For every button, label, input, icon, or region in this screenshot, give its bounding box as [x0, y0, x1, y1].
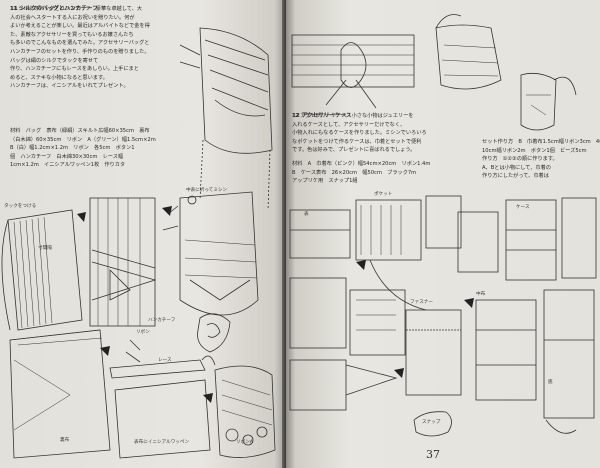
- folded-bag-illustration: [179, 191, 259, 316]
- bag-pattern-center: [89, 197, 156, 327]
- text-line: バッグは絹のシルクでタックを寄せて: [10, 57, 99, 64]
- embroidered-pouch-illustration: [435, 24, 502, 90]
- text-line: も多いのでこんなものを選んでみた。アクセサリーバッグと: [10, 40, 150, 47]
- label-case: ケース: [516, 205, 530, 210]
- arrow-icon: [356, 260, 366, 270]
- text-line: A、Bとは小物にして、巾着の: [482, 164, 551, 171]
- label-handkerchief: ハンカチーフ: [148, 318, 176, 323]
- text-line: （白木綿）60×35cm リボン A（グリーン）幅1.5cm×2m: [10, 136, 156, 143]
- arrow-icon: [203, 393, 213, 403]
- left-page: 11 シルクのバッグとハンカチーフ 11 シルクのバッグとハンカチーフ 豪華な卓…: [0, 0, 286, 468]
- arrow-icon: [77, 212, 86, 222]
- initial-wappen-icon: [197, 313, 231, 353]
- text-line: 入れるケースとして、アクセサリーだけでなく、: [292, 121, 406, 128]
- page-number: 37: [426, 448, 440, 461]
- left-page-illustrations: [1, 27, 276, 459]
- text-line: です。色は好みで、プレゼントに喜ばれるでしょう。: [292, 147, 416, 154]
- label-pleat-interval: 寸間隔: [38, 246, 52, 251]
- label-snap: スナップ: [422, 420, 441, 425]
- lace-strip-illustration: [109, 359, 206, 379]
- text-line: 1cm×1.2m イニシアルワッペン1枚 作りカタ: [10, 162, 126, 169]
- arrow-icon: [394, 368, 404, 378]
- text-line: B ケース表布 26×20cm 幅50cm ブラック7m: [292, 169, 417, 176]
- label-initial-wappen: 表布にイニシアルワッペン: [134, 440, 190, 445]
- arrow-icon: [464, 298, 474, 308]
- label-ribbon: リボン: [136, 330, 150, 335]
- zip-case-illustration: [405, 309, 462, 396]
- text-line: 11 シルクのバッグとハンカチーフ 豪華な卓越して、大: [10, 6, 143, 12]
- text-line: アップリケ用 スナップ1組: [292, 178, 358, 185]
- left-section-title: 11 シルクのバッグとハンカチーフ: [10, 6, 98, 12]
- right-page-illustrations: [289, 14, 597, 437]
- arrow-icon: [100, 346, 110, 356]
- speech-bubble: [413, 411, 452, 437]
- text-line: セット作り方 B 巾着布1.5cm幅リボン3cm 40cm幅リボン1cm: [482, 139, 600, 145]
- label-tuck: タックをつける: [4, 204, 37, 209]
- label-pocket: ポケット: [374, 192, 393, 197]
- text-line: 材料 A 巾着布（ピンク）幅54cm×20cm リボン1.4m: [292, 161, 431, 167]
- text-line: ハンカチーフは、イニシアルをいれてプレゼント。: [10, 83, 129, 90]
- text-line: 個 ハンカチーフ 白木綿30×30cm レース幅: [10, 153, 124, 160]
- label-fold-in: 中表に折ってミシン: [186, 188, 228, 193]
- text-line: 10cm幅リボン2m ボタン1個 ビーズ5cm: [482, 147, 587, 154]
- arrow-icon: [162, 206, 172, 216]
- label-ribbon-a: リボンA: [236, 440, 253, 445]
- text-line: 人の社会へスタートする人にお祝いを贈りたい。何が: [10, 14, 135, 21]
- case-pattern-1: [289, 209, 351, 259]
- bag-illustration-top: [199, 27, 273, 154]
- text-line: 作り、ハンカチーフにもレースをあしらい。上手にまと: [10, 66, 139, 73]
- case-pattern-2: [355, 199, 422, 261]
- text-line: めると、ステキな小物になると思います。: [10, 74, 108, 81]
- text-line: B（白）幅1.2cm×1.2m リボン 各5cm ボタン1: [10, 145, 135, 152]
- label-bottom: 底: [548, 380, 553, 385]
- label-lace: レース: [158, 358, 172, 363]
- label-front: 表: [304, 212, 309, 217]
- text-line: た、素敵なアクセサリーを買ってもいるお嬢さんたち: [10, 31, 134, 38]
- case-layout-pattern: [505, 199, 557, 281]
- drawstring-pouch-illustration: [520, 72, 557, 131]
- text-line: 作り方 ①②③の順に作ります。: [482, 156, 558, 163]
- text-line: 材料 バッグ 表布（緑絹）スキルト広幅60×35cm 裏布: [10, 128, 150, 134]
- pouch-pattern: [457, 211, 499, 273]
- label-lining: 裏布: [60, 438, 70, 443]
- right-page: 12 アクセサリーケース 12 アクセサリーケース 小さな小物はジュエリーを入れ…: [286, 0, 600, 468]
- text-line: ハンカチーフのセットを作り、手作りのものを贈りました。: [10, 49, 150, 55]
- case-open-illustration: [475, 299, 537, 401]
- text-line: 小物入れにもなるケースを作りました。ミシンでいろいろ: [292, 130, 427, 137]
- label-zipper: ファスナー: [410, 300, 433, 305]
- case-fold-illustration: [289, 277, 347, 349]
- text-line: 12 アクセサリーケース 小さな小物はジュエリーを: [292, 113, 414, 119]
- text-line: なポケットをつけて作るケースは、巾着とセットで便利: [292, 138, 422, 145]
- text-line: 作り方にしたがって、巾着は: [482, 173, 549, 180]
- label-inside: 中布: [476, 292, 486, 297]
- right-section-title: 12 アクセサリーケース: [292, 113, 352, 119]
- flower-bag-illustration: [214, 365, 276, 458]
- pleated-bag-illustration: [7, 209, 83, 331]
- text-line: よいか考えることが楽しい。最近はアルバイトなどで金を得: [10, 23, 150, 30]
